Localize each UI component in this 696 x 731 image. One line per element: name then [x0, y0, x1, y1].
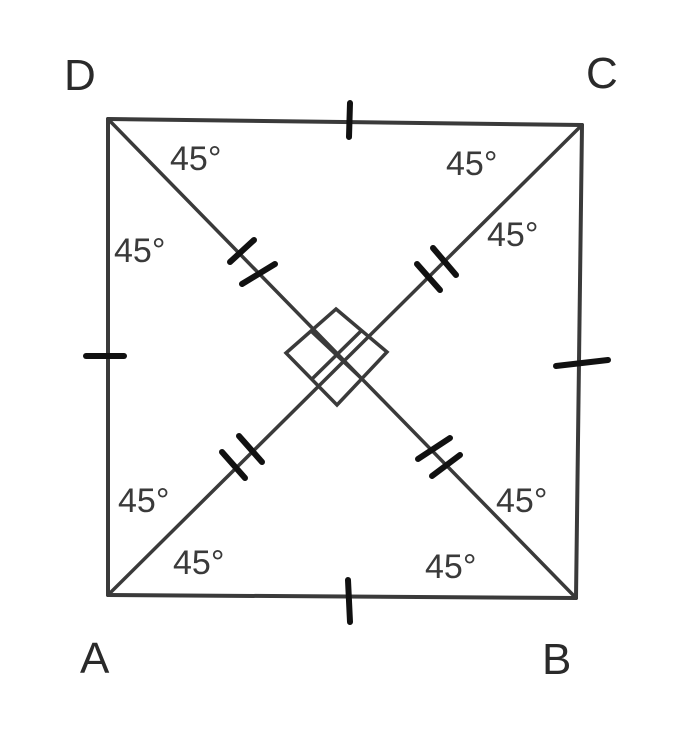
angle-label-b-bottom: 45°: [425, 548, 476, 586]
right-angle-marker: [283, 306, 390, 408]
tick-top-side: [346, 100, 353, 140]
angle-labels: 45° 45° 45° 45° 45° 45° 45° 45°: [114, 140, 547, 586]
vertex-label-d: D: [64, 51, 96, 100]
diagonal-ac: [106, 123, 584, 597]
tick-right-side: [553, 357, 611, 369]
diagonals: [106, 117, 584, 600]
side-tick-marks: [83, 100, 611, 625]
double-tick-upper-right: [414, 245, 459, 293]
side-dc: [106, 117, 584, 127]
angle-label-c-right: 45°: [487, 216, 538, 254]
angle-label-c-top: 45°: [446, 145, 497, 183]
angle-label-d-top: 45°: [170, 140, 221, 178]
diagonal-tick-marks: [219, 237, 463, 481]
vertex-labels: D C A B: [64, 49, 618, 684]
vertex-label-c: C: [586, 49, 618, 98]
double-tick-upper-left: [227, 237, 278, 287]
right-angle-square: [283, 306, 390, 408]
angle-label-a-bottom: 45°: [173, 544, 224, 582]
double-tick-lower-right: [415, 435, 463, 479]
side-ba: [106, 593, 578, 600]
vertex-label-b: B: [542, 635, 571, 684]
right-angle-divider-2: [310, 329, 363, 381]
double-tick-lower-left: [219, 433, 265, 481]
angle-label-d-left: 45°: [114, 232, 165, 270]
angle-label-b-right: 45°: [496, 482, 547, 520]
angle-label-a-left: 45°: [118, 482, 169, 520]
vertex-label-a: A: [80, 634, 110, 683]
tick-bottom-side: [345, 577, 353, 625]
